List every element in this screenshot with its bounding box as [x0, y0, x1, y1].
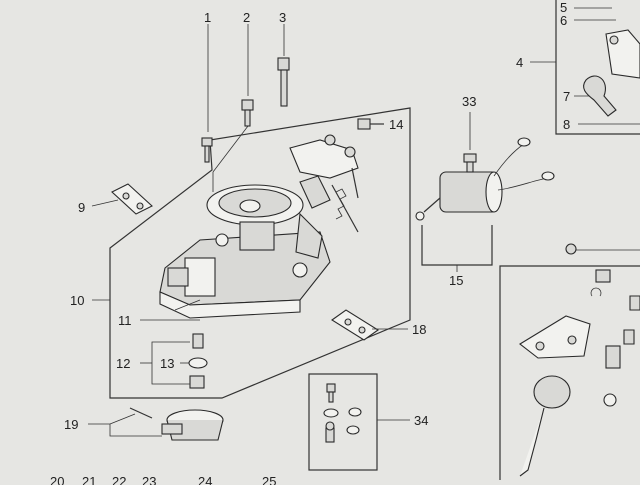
solenoid-part-15 [415, 137, 555, 221]
bolt-part-3 [277, 57, 290, 107]
callout-1: 1 [204, 10, 211, 25]
callout-14: 14 [389, 117, 403, 132]
diaphragm-assembly [519, 269, 640, 477]
callout-22: 22 [112, 474, 126, 485]
parts-box-15 [421, 225, 493, 266]
callout-23: 23 [142, 474, 156, 485]
throttle-linkage [289, 134, 359, 233]
callout-7: 7 [563, 89, 570, 104]
callout-25: 25 [262, 474, 276, 485]
callout-33: 33 [462, 94, 476, 109]
callout-6: 6 [560, 13, 567, 28]
callout-19: 19 [64, 417, 78, 432]
needle-valve-parts [188, 333, 208, 389]
callout-13: 13 [160, 356, 174, 371]
bracket-part-detail [583, 29, 640, 117]
parts-box-34 [308, 373, 378, 471]
callout-9: 9 [78, 200, 85, 215]
detail-box-lower-right [499, 265, 640, 480]
callout-8: 8 [563, 117, 570, 132]
carburetor-body [159, 184, 331, 319]
screw-part-1 [201, 137, 213, 163]
callout-18: 18 [412, 322, 426, 337]
callout-11: 11 [118, 313, 132, 328]
callout-21: 21 [82, 474, 96, 485]
callout-20: 20 [50, 474, 64, 485]
callout-4: 4 [516, 55, 523, 70]
bolt-part-2 [241, 99, 254, 127]
callout-2: 2 [243, 10, 250, 25]
callout-34: 34 [414, 413, 428, 428]
callout-10: 10 [70, 293, 84, 308]
gasket-part-9 [111, 183, 153, 215]
gasket-part-18 [331, 309, 379, 341]
carburetor-assembly-outline [109, 107, 411, 399]
callout-12: 12 [116, 356, 130, 371]
screw-part-33 [463, 153, 477, 173]
detail-box-4-8 [555, 0, 640, 135]
fuel-cut-part-19 [129, 407, 224, 441]
callout-3: 3 [279, 10, 286, 25]
callout-24: 24 [198, 474, 212, 485]
callout-15: 15 [449, 273, 463, 288]
parts-set-34 [323, 383, 362, 443]
callout-5: 5 [560, 0, 567, 15]
